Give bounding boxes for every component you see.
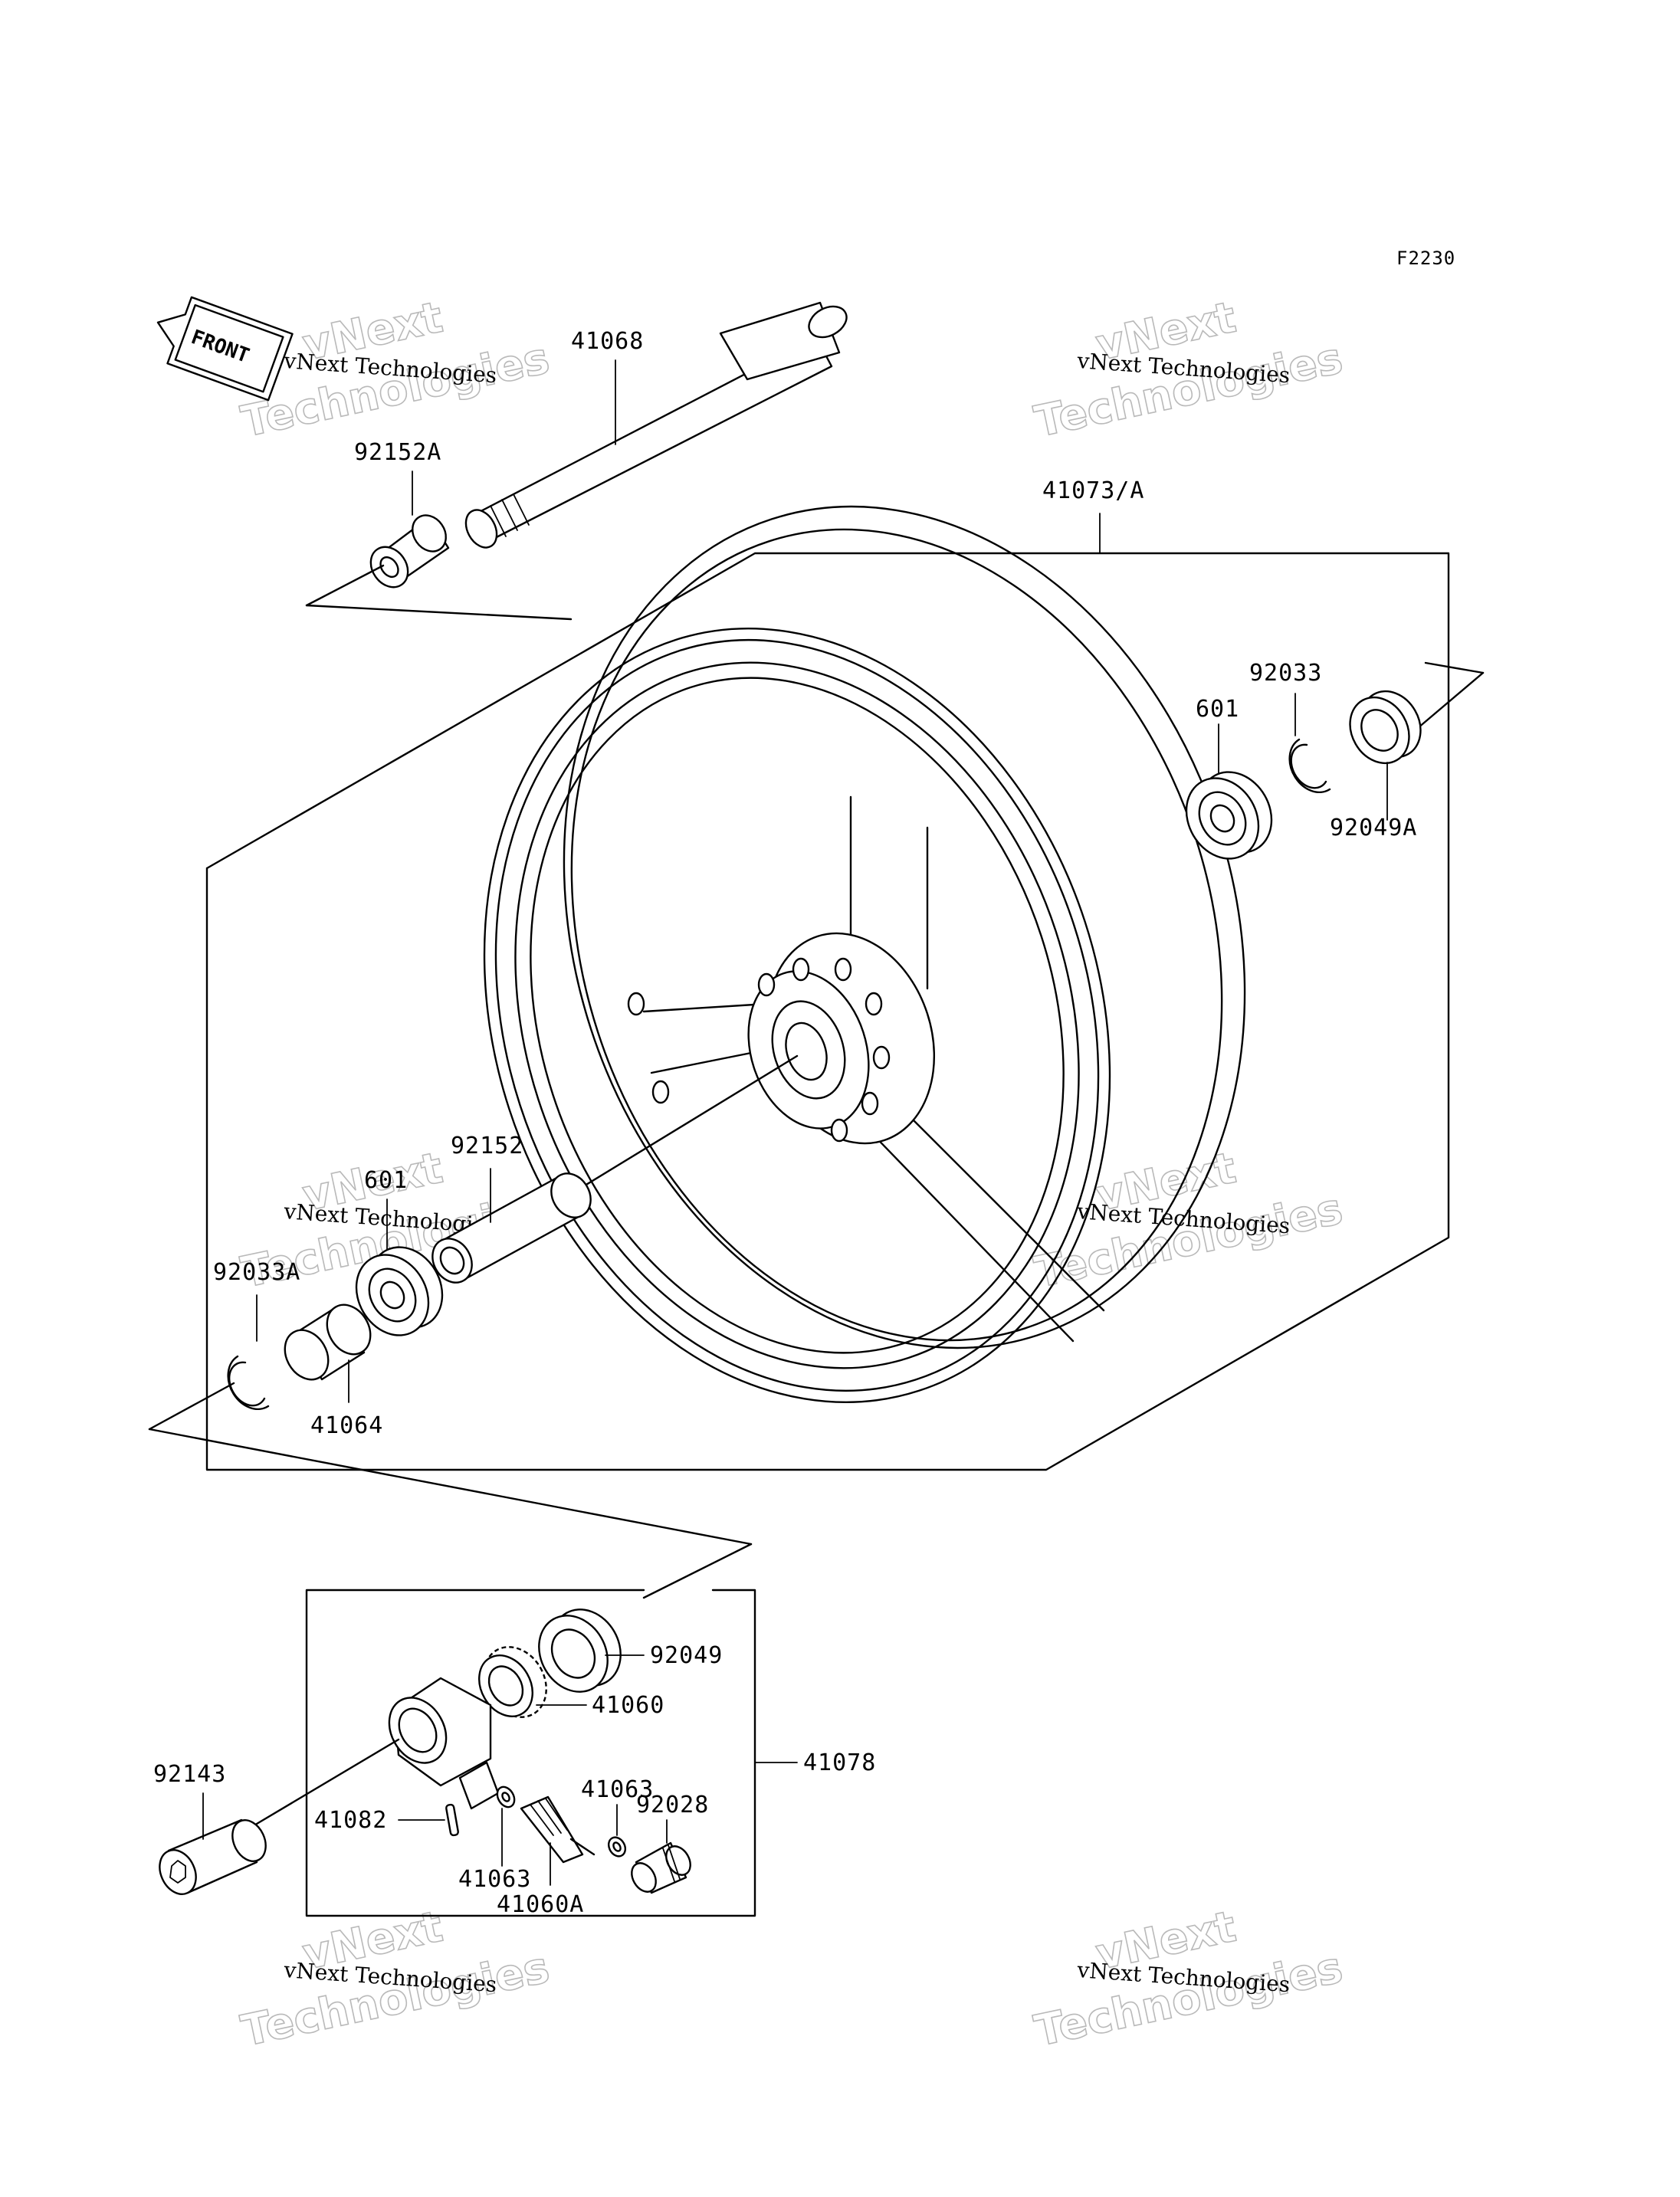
spacer-92152 bbox=[431, 1172, 592, 1284]
part-label-601-left: 601 bbox=[364, 1167, 408, 1194]
watermark-bottom-right: vNext Technologies vNext Technologies bbox=[1030, 1901, 1348, 2057]
washer-41063-top bbox=[607, 1836, 627, 1858]
right-axis-line-3 bbox=[1424, 661, 1485, 674]
part-label-92033: 92033 bbox=[1249, 660, 1322, 687]
part-label-92143: 92143 bbox=[153, 1761, 226, 1788]
diagram-code: F2230 bbox=[1396, 248, 1455, 269]
center-line-92152A bbox=[305, 564, 385, 607]
part-label-92033A: 92033A bbox=[213, 1259, 300, 1286]
right-axis-line-2 bbox=[1416, 671, 1485, 730]
part-label-92049: 92049 bbox=[650, 1642, 723, 1669]
collar-41064 bbox=[284, 1303, 372, 1381]
gearbox-boundary bbox=[305, 1589, 756, 1917]
part-label-92028: 92028 bbox=[636, 1792, 709, 1818]
left-axis-line bbox=[148, 1382, 235, 1431]
watermark-bottom-left: vNext Technologies vNext Technologies bbox=[237, 1901, 555, 2057]
part-label-92152A: 92152A bbox=[354, 439, 441, 466]
bearing-601-right bbox=[1185, 771, 1273, 860]
wheel-assembly-boundary bbox=[205, 552, 1450, 1471]
part-label-41064: 41064 bbox=[310, 1412, 383, 1439]
pin-41082 bbox=[445, 1803, 459, 1837]
spacer-92152A bbox=[369, 514, 450, 589]
watermark-middle-right: vNext Technologies vNext Technologies bbox=[1030, 1143, 1348, 1298]
circlip-92033 bbox=[1288, 738, 1331, 793]
part-label-41063-top: 41063 bbox=[581, 1776, 654, 1803]
watermark-top-left: vNext Technologies vNext Technologies bbox=[237, 292, 555, 448]
part-label-601-right: 601 bbox=[1196, 696, 1239, 723]
bushing-92028 bbox=[631, 1841, 691, 1894]
part-label-41073A: 41073/A bbox=[1042, 477, 1144, 504]
pinion-41060A bbox=[520, 1795, 596, 1864]
circlip-92033A bbox=[227, 1355, 270, 1410]
gearbox-axis-line bbox=[255, 1738, 400, 1825]
bolt-92143 bbox=[159, 1818, 267, 1895]
gearbox-housing bbox=[388, 1677, 500, 1810]
seal-92049 bbox=[538, 1608, 622, 1693]
wheel-41073A bbox=[483, 505, 1246, 1403]
axle-41068 bbox=[464, 301, 848, 549]
part-label-92049A: 92049A bbox=[1330, 815, 1417, 841]
gear-41060 bbox=[478, 1646, 547, 1718]
front-direction-arrow: FRONT bbox=[156, 296, 294, 402]
part-label-92152: 92152 bbox=[451, 1133, 523, 1159]
part-label-41078: 41078 bbox=[803, 1749, 876, 1776]
part-label-41060: 41060 bbox=[592, 1692, 664, 1719]
part-label-41068: 41068 bbox=[571, 328, 644, 355]
watermark-top-right: vNext Technologies vNext Technologies bbox=[1030, 292, 1348, 448]
part-label-41082: 41082 bbox=[314, 1807, 387, 1834]
left-axis-line-3 bbox=[642, 1543, 753, 1599]
left-axis-line-2 bbox=[148, 1428, 753, 1546]
bearing-601-left bbox=[355, 1246, 444, 1336]
seal-92049A bbox=[1349, 690, 1422, 765]
part-label-41060A: 41060A bbox=[497, 1891, 584, 1918]
part-label-41063-bottom: 41063 bbox=[458, 1866, 531, 1893]
washer-41063-bottom bbox=[496, 1785, 516, 1808]
wheel-axis-line bbox=[573, 1054, 799, 1193]
center-line-92152A-2 bbox=[305, 604, 573, 621]
